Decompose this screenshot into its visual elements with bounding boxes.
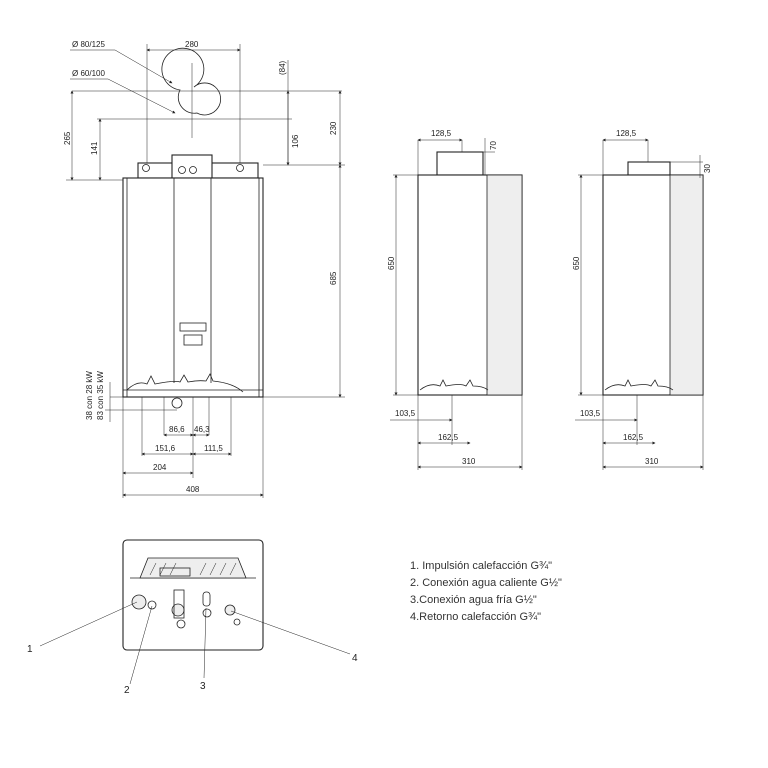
side-view-70: 128,5 70 650 103,5 162,5 310 bbox=[387, 129, 523, 470]
dim-84: (84) bbox=[278, 60, 287, 75]
dim-650: 650 bbox=[387, 256, 396, 270]
flue-small-label: Ø 60/100 bbox=[72, 69, 105, 78]
brand-logo bbox=[179, 322, 207, 332]
dim-103-5: 103,5 bbox=[395, 409, 416, 418]
dim-111-5: 111,5 bbox=[204, 444, 223, 453]
legend-item-3: 3.Conexión agua fría G½" bbox=[410, 594, 537, 606]
dim-204: 204 bbox=[153, 463, 167, 472]
dim-30: 30 bbox=[703, 164, 712, 173]
dim-650: 650 bbox=[572, 256, 581, 270]
dim-141: 141 bbox=[90, 141, 99, 155]
legend-item-4: 4.Retorno calefacción G¾" bbox=[410, 611, 542, 623]
dim-685: 685 bbox=[329, 271, 338, 285]
dim-265: 265 bbox=[63, 131, 72, 145]
dim-46-3: 46,3 bbox=[194, 425, 210, 434]
bottom-view: 1 2 3 4 bbox=[27, 539, 358, 696]
dim-106: 106 bbox=[291, 134, 300, 148]
legend-item-1: 1. Impulsión calefacción G¾" bbox=[410, 560, 553, 572]
callout-4: 4 bbox=[352, 653, 358, 664]
connection-legend: 1. Impulsión calefacción G¾" 2. Conexión… bbox=[410, 558, 562, 626]
dim-86-6: 86,6 bbox=[169, 425, 185, 434]
dim-38: 38 con 28 kW bbox=[85, 371, 94, 420]
dim-162-5: 162,5 bbox=[438, 433, 459, 442]
dim-408: 408 bbox=[186, 485, 200, 494]
dim-70: 70 bbox=[489, 141, 498, 150]
front-view: 280 Ø 80/125 Ø 60/100 (84) 106 230 685 bbox=[63, 40, 345, 498]
callout-2: 2 bbox=[124, 685, 130, 696]
flue-large-label: Ø 80/125 bbox=[72, 40, 105, 49]
side-view-30: 128,5 30 650 103,5 162,5 310 bbox=[572, 129, 712, 470]
dim-83: 83 con 35 kW bbox=[96, 371, 105, 420]
dim-310: 310 bbox=[645, 457, 659, 466]
dim-162-5: 162,5 bbox=[623, 433, 644, 442]
callout-3: 3 bbox=[200, 681, 206, 692]
display bbox=[183, 334, 203, 346]
dim-128-5: 128,5 bbox=[431, 129, 452, 138]
legend-item-2: 2. Conexión agua caliente G½" bbox=[410, 577, 562, 589]
dim-230: 230 bbox=[329, 121, 338, 135]
callout-1: 1 bbox=[27, 644, 33, 655]
dim-280: 280 bbox=[185, 40, 199, 49]
dim-103-5: 103,5 bbox=[580, 409, 601, 418]
dim-128-5: 128,5 bbox=[616, 129, 637, 138]
dim-151-6: 151,6 bbox=[155, 444, 176, 453]
flue-outline bbox=[161, 47, 222, 116]
dim-310: 310 bbox=[462, 457, 476, 466]
